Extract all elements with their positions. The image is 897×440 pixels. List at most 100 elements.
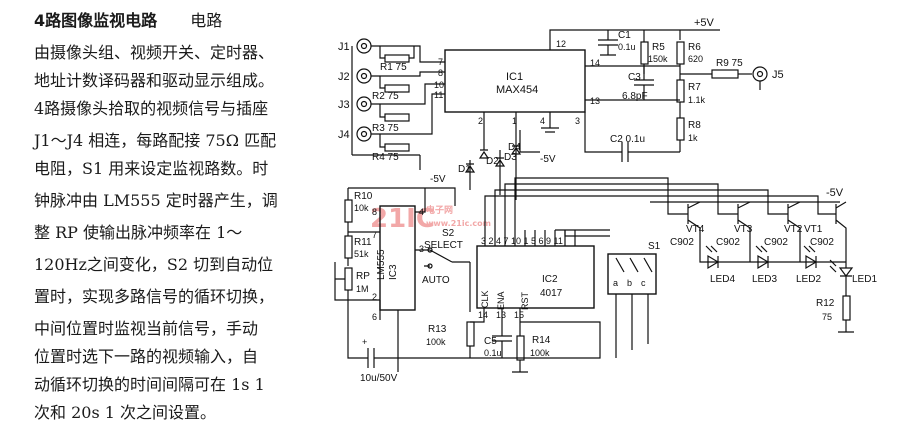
resistor-label: R1 75 [380, 62, 407, 73]
svg-text:VT4: VT4 [686, 224, 705, 235]
svg-text:ENA: ENA [496, 291, 506, 310]
ic1-max454: IC1 MAX454 7 8 10 11 12 14 13 2 1 4 3 [434, 39, 600, 126]
svg-text:14: 14 [590, 58, 600, 68]
svg-text:R6: R6 [688, 42, 701, 53]
svg-text:C902: C902 [810, 237, 834, 248]
svg-text:C902: C902 [764, 237, 788, 248]
capacitor-c2: C2 0.1u [584, 112, 680, 162]
svg-text:10k: 10k [354, 203, 369, 213]
resistor-r1: R1 75 [379, 46, 415, 73]
svg-text:8: 8 [372, 207, 377, 217]
description-line: 4路摄像头拾取的视频信号与插座 [34, 99, 269, 118]
svg-text:0.1u: 0.1u [618, 42, 636, 52]
svg-text:D4: D4 [508, 142, 521, 153]
description-line: 位置时选下一路的视频输入，自 [34, 347, 259, 366]
svg-text:3: 3 [575, 116, 580, 126]
jack-label: J2 [338, 71, 350, 83]
resistor-r14: R14 100k [512, 330, 551, 373]
svg-text:100k: 100k [426, 337, 446, 347]
description-line: J1～J4 相连，每路配接 75Ω 匹配 [34, 131, 277, 150]
supply-plus5v: +5V [549, 17, 720, 50]
supply-minus5v-555: -5V [348, 174, 456, 206]
svg-text:LED1: LED1 [852, 274, 877, 285]
svg-text:CLK: CLK [480, 290, 490, 308]
svg-text:D3: D3 [504, 152, 517, 163]
resistor-r10: R10 10k [344, 188, 373, 232]
svg-text:3 2 4 7 10 1 5 6 9 11: 3 2 4 7 10 1 5 6 9 11 [481, 236, 563, 246]
jack-label: J1 [338, 41, 350, 53]
svg-text:LED3: LED3 [752, 274, 777, 285]
jack-label: J4 [338, 129, 350, 141]
jack-label: J3 [338, 99, 350, 111]
svg-text:+: + [362, 337, 367, 347]
ic2-part: 4017 [540, 288, 563, 299]
svg-text:R11: R11 [354, 237, 372, 248]
svg-text:R5: R5 [652, 42, 665, 53]
capacitor-c1: C1 0.1u [598, 30, 636, 56]
transistor-vt1: VT1 C902 [804, 201, 847, 262]
svg-text:10u/50V: 10u/50V [360, 373, 398, 384]
svg-text:R13: R13 [428, 324, 447, 335]
svg-text:D1: D1 [458, 164, 471, 175]
ic3-name: IC3 [388, 264, 399, 280]
watermark-text: 21IC [370, 204, 435, 234]
resistor-r12: R12 75 [816, 276, 854, 333]
svg-text:15: 15 [514, 310, 524, 320]
svg-text:C1: C1 [618, 30, 631, 41]
watermark-sub2: www.21ic.com [426, 219, 491, 228]
svg-text:LED2: LED2 [796, 274, 821, 285]
capacitor-c5: C5 0.1u [484, 322, 512, 358]
diodes: D1 D2 D3 D4 [458, 128, 521, 175]
resistor-r8: R8 1k [676, 117, 701, 152]
led-led3: LED3 [752, 245, 777, 285]
svg-text:R9 75: R9 75 [716, 58, 743, 69]
jack-j4: J4 [338, 126, 372, 142]
switch-s2[interactable]: S2 SELECT AUTO [422, 228, 471, 312]
svg-text:3: 3 [419, 244, 424, 254]
ic2-4017: 3 2 4 7 10 1 5 6 9 11 IC2 4017 CLK ENA R… [476, 236, 595, 320]
svg-text:150k: 150k [648, 54, 668, 64]
capacitor-c3: C3 6.8pF [622, 72, 654, 102]
resistor-r11: R11 51k [344, 232, 372, 266]
svg-text:S1: S1 [648, 241, 661, 252]
svg-text:-5V: -5V [430, 174, 446, 185]
description-line: 钟脉冲由 LM555 定时器产生，调 [34, 191, 278, 210]
svg-text:2: 2 [372, 292, 377, 302]
svg-text:2: 2 [478, 116, 483, 126]
resistor-label: R2 75 [372, 91, 399, 102]
ic2-name: IC2 [542, 274, 558, 285]
svg-text:C2 0.1u: C2 0.1u [610, 134, 645, 145]
led-led4: LED4 [705, 245, 735, 285]
svg-text:a: a [613, 278, 618, 288]
svg-text:10: 10 [434, 80, 444, 90]
svg-text:RP: RP [356, 271, 370, 282]
svg-text:1k: 1k [688, 133, 698, 143]
ic1-name: IC1 [506, 71, 523, 83]
switch-s1[interactable]: S1 a b c [607, 241, 661, 358]
svg-text:C3: C3 [628, 72, 641, 83]
svg-text:11: 11 [434, 90, 443, 100]
description-line: 整 RP 使输出脉冲频率在 1～ [34, 223, 243, 242]
svg-text:51k: 51k [354, 249, 369, 259]
jack-j3: J3 [338, 96, 372, 112]
svg-text:13: 13 [590, 96, 600, 106]
resistor-label: R4 75 [372, 152, 399, 163]
description-line: 地址计数译码器和驱动显示组成。 [34, 71, 275, 90]
description-line: 次和 20s 1 次之间设置。 [34, 403, 217, 422]
svg-text:1M: 1M [356, 284, 369, 294]
resistor-r9: R9 75 [680, 58, 752, 79]
description-line: 120Hz之间变化，S2 切到自动位 [34, 255, 274, 274]
resistor-label: R3 75 [372, 123, 399, 134]
svg-text:C902: C902 [716, 237, 740, 248]
svg-text:12: 12 [556, 39, 566, 49]
description-line: 动循环切换的时间间隔可在 1s 1 [34, 375, 265, 394]
svg-text:+5V: +5V [694, 17, 715, 29]
resistor-r3: R3 75 [372, 104, 410, 134]
watermark-sub1: 电子网 [426, 204, 453, 216]
svg-text:LED4: LED4 [710, 274, 735, 285]
supply-minus5v-led: -5V [650, 187, 844, 203]
svg-text:75: 75 [822, 312, 832, 322]
svg-text:-5V: -5V [826, 187, 844, 199]
ic3-part: LM555 [376, 249, 387, 280]
svg-text:VT2: VT2 [784, 224, 803, 235]
